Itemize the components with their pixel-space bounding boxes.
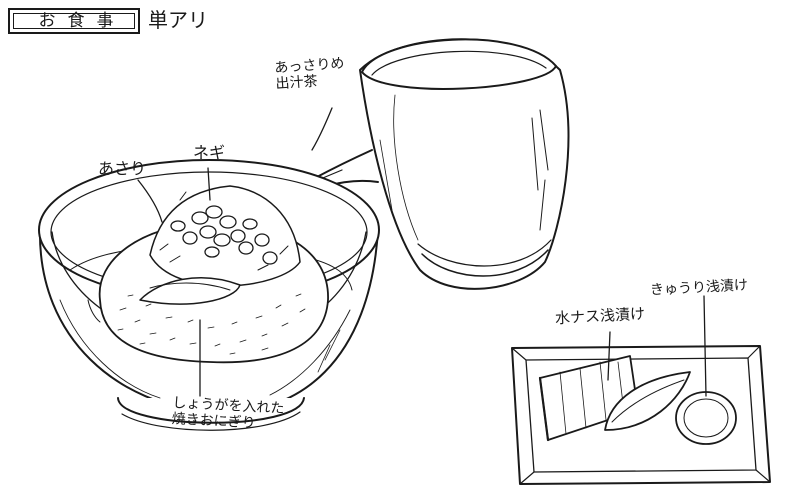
title-text: お食事 xyxy=(38,11,126,31)
label-onigiri: しょうがを入れた 焼きおにぎり xyxy=(171,395,285,433)
title-box: お食事 xyxy=(8,8,140,34)
label-asari: あさり xyxy=(98,159,147,178)
label-tea: あっさりめ 出汁茶 xyxy=(274,56,346,93)
cucumber-pickle-drawing xyxy=(604,371,737,445)
tray-leader-lines xyxy=(607,295,707,397)
teapot-drawing xyxy=(311,38,570,290)
leader-lines xyxy=(137,107,333,397)
label-negi: ネギ xyxy=(193,143,226,162)
toppings-drawing xyxy=(139,185,301,305)
title-suffix: 単アリ xyxy=(148,8,208,32)
